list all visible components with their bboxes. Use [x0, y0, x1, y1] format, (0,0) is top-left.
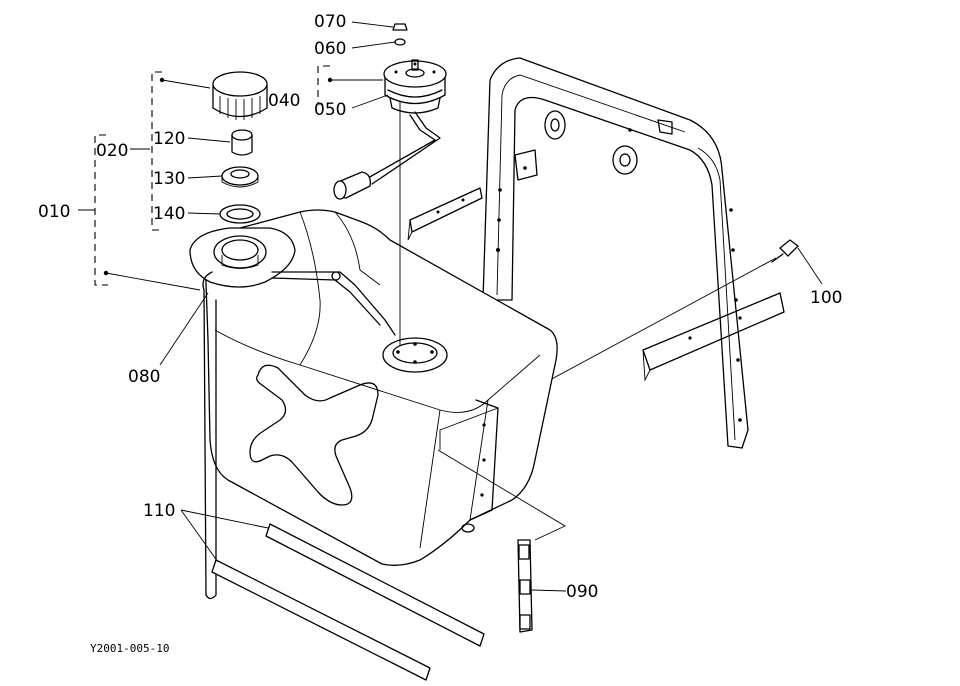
- leader-050: [351, 94, 389, 109]
- fuel-gauge-050: [333, 59, 447, 200]
- leader-130: [187, 175, 223, 179]
- clamp-plate-090: [517, 539, 533, 633]
- callout-130: 130: [153, 169, 185, 189]
- tank-side-rail: [469, 399, 499, 521]
- callout-040-cap: 040: [268, 91, 300, 111]
- right-mounting-bracket: [642, 292, 785, 382]
- bracket-040-050: [317, 65, 330, 105]
- callout-050: 050: [314, 100, 346, 120]
- leader-120: [187, 137, 231, 143]
- packing-130: [221, 166, 259, 188]
- fuel-tank: [204, 209, 558, 566]
- washer-060: [394, 38, 406, 46]
- callout-070: 070: [314, 12, 346, 32]
- callout-140: 140: [153, 204, 185, 224]
- nut-070: [392, 23, 408, 31]
- bolt-100: [771, 239, 799, 263]
- callout-010: 010: [38, 202, 70, 222]
- leader-070: [351, 21, 394, 28]
- figure-id: Y2001-005-10: [90, 642, 169, 655]
- fuel-cap-040: [212, 71, 268, 120]
- frame-bracket: [407, 57, 749, 449]
- leader-080: [159, 292, 209, 366]
- leader-140: [187, 212, 221, 215]
- o-ring-140: [219, 204, 261, 224]
- leader-010-tank: [105, 272, 201, 291]
- callout-110: 110: [143, 501, 175, 521]
- part-120: [231, 129, 253, 156]
- callout-090: 090: [566, 582, 598, 602]
- leader-060: [351, 41, 396, 49]
- gauge-mount-ring: [382, 337, 448, 373]
- vent-pipe-080: [202, 271, 217, 600]
- callout-020: 020: [96, 141, 128, 161]
- rail-assembly-line: [439, 407, 499, 450]
- clamp-assembly-line: [437, 449, 566, 541]
- filler-neck: [189, 227, 396, 336]
- bracket-020-group: [151, 71, 162, 231]
- leader-090: [531, 589, 567, 592]
- callout-100: 100: [810, 288, 842, 308]
- callout-120: 120: [153, 129, 185, 149]
- leader-040-cap: [161, 79, 211, 89]
- rubber-strips-110: [211, 523, 485, 681]
- leader-100: [797, 247, 823, 285]
- callout-080: 080: [128, 367, 160, 387]
- leader-110: [180, 509, 269, 563]
- callout-060: 060: [314, 39, 346, 59]
